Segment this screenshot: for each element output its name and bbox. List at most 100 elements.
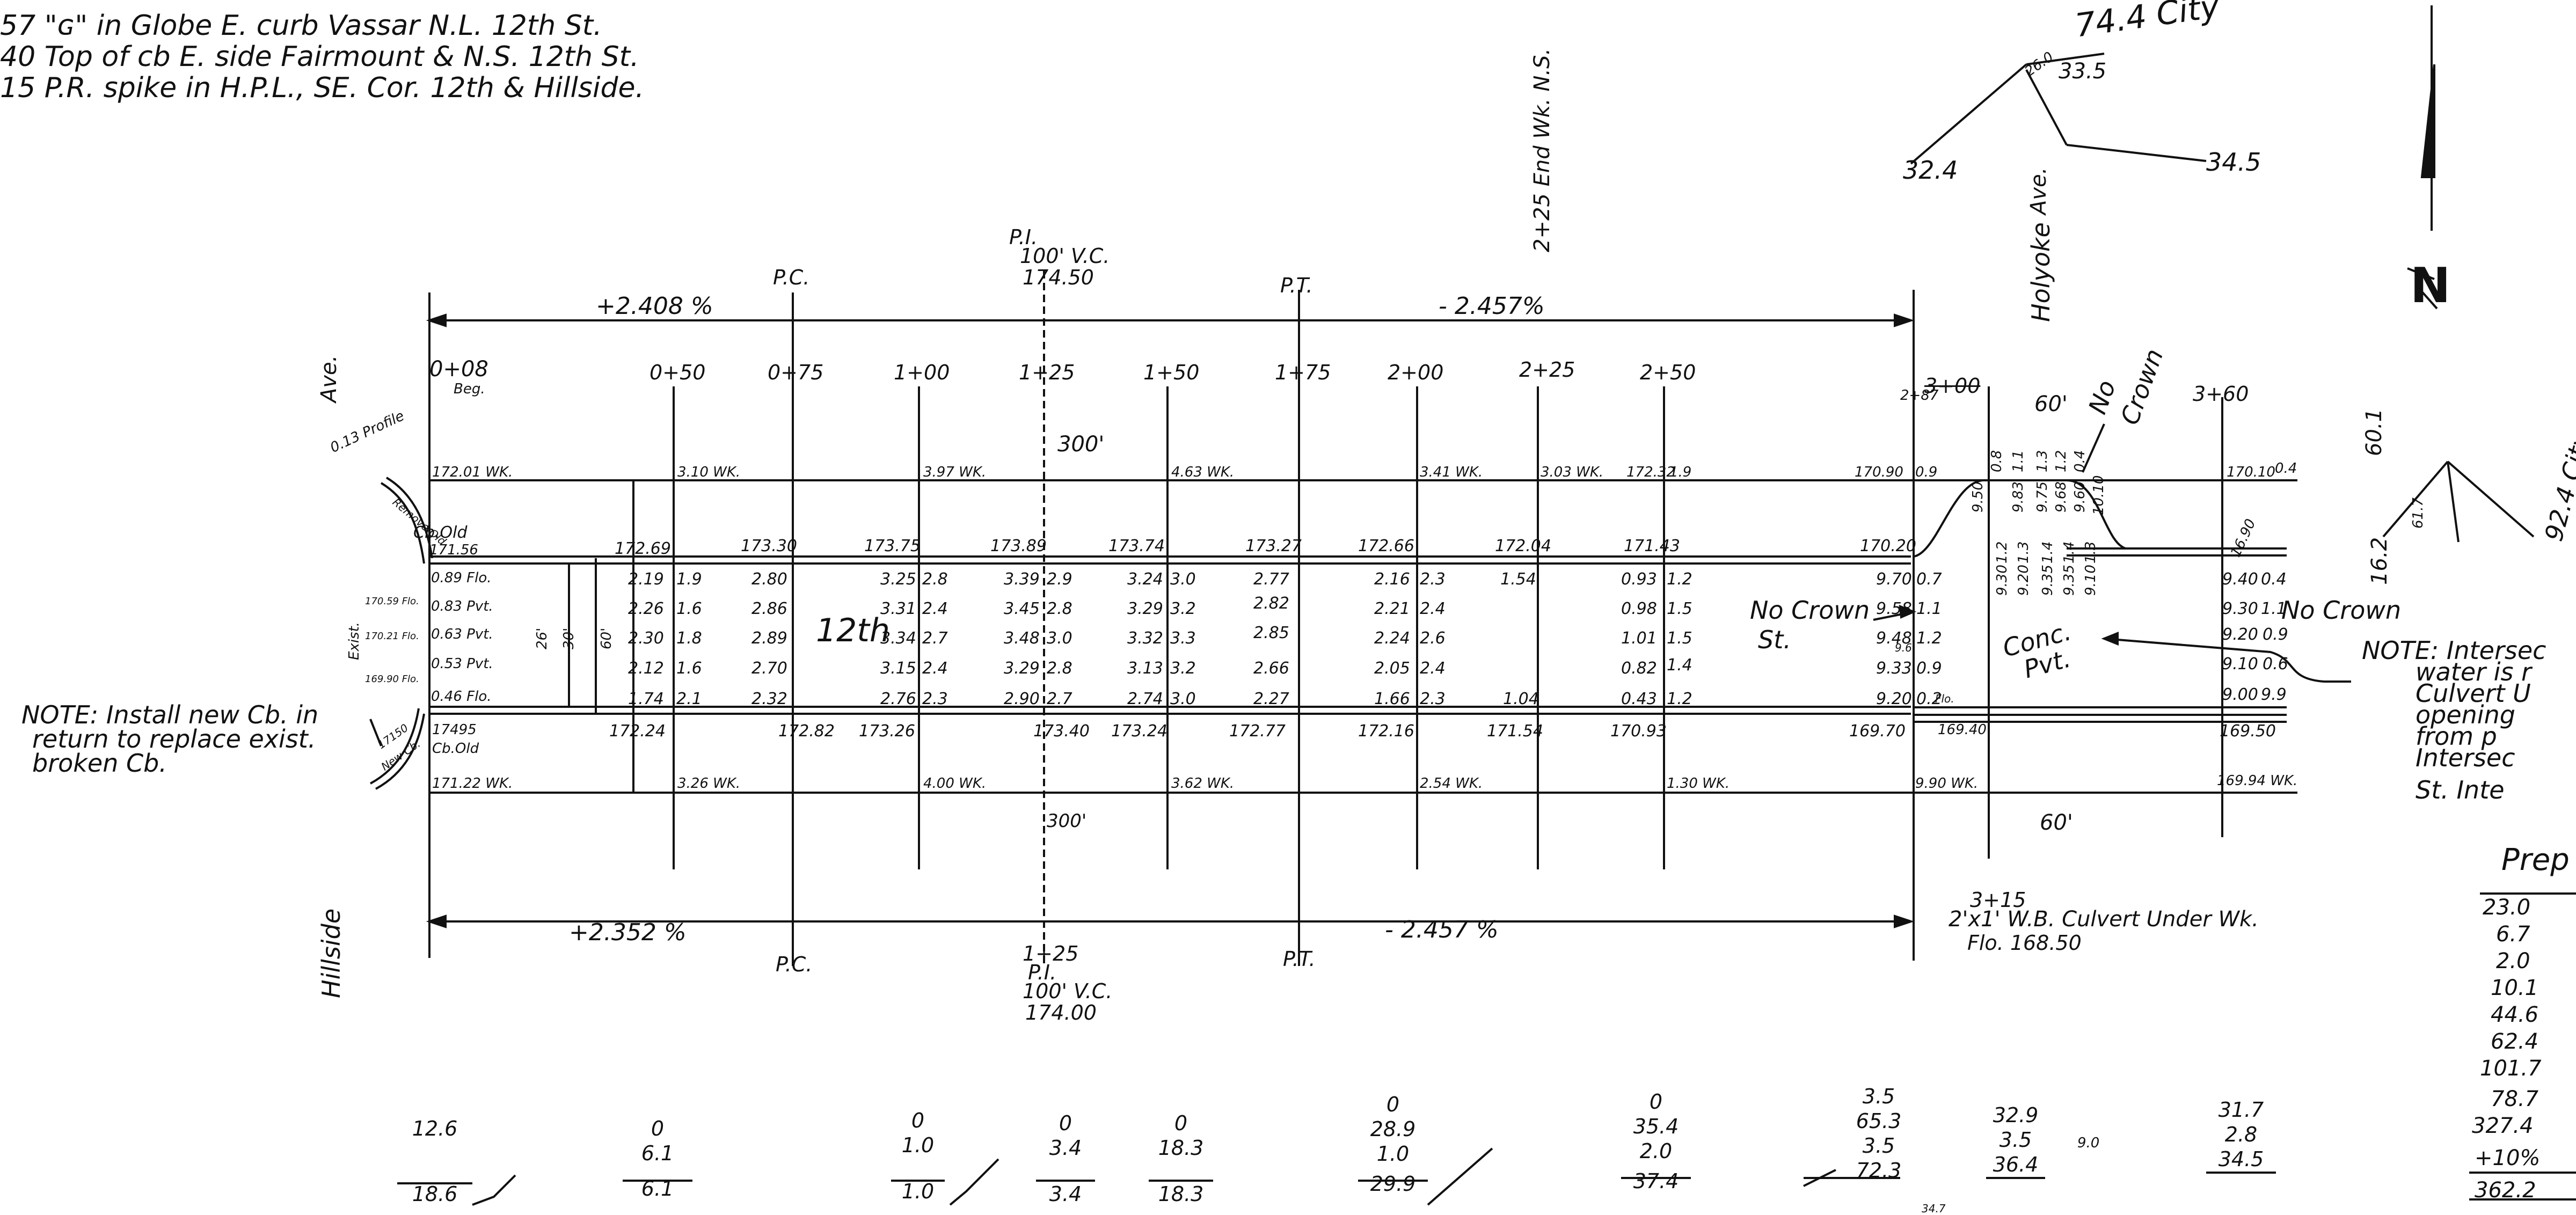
right-note-line: NOTE: Intersec: [2362, 636, 2546, 665]
fraction-mid: 28.9: [1370, 1117, 1416, 1141]
top-curb-elev: 173.74: [1108, 537, 1165, 555]
fraction-bottom: 18.3: [1158, 1182, 1204, 1206]
culvert-flo: Flo. 168.50: [1967, 931, 2082, 955]
holyoke-street-label: Holyoke: [2026, 222, 2055, 322]
holyoke-value: 0.4: [2072, 450, 2088, 472]
no-crown-street-st: St.: [1758, 625, 1791, 654]
holyoke-value: 9.50: [1970, 481, 1986, 513]
fraction-top: 0: [1386, 1093, 1400, 1116]
fraction-mid: [403, 1141, 467, 1166]
row-value: 0.43: [1621, 690, 1657, 708]
station-label: 2+00: [1388, 361, 1444, 384]
row-value: 1.54: [1500, 570, 1536, 589]
header-note-3: 15 P.R. spike in H.P.L., SE. Cor. 12th &…: [0, 72, 644, 104]
row-value: 0.98: [1621, 599, 1657, 618]
bottom-curb-elev: 17495: [432, 722, 477, 738]
row-value: 2.32: [751, 690, 787, 708]
top-curb-elev: 172.04: [1495, 537, 1551, 555]
top-walk-value: 3.41 WK.: [1420, 464, 1483, 480]
cb-old-top-elev: 171.56: [429, 542, 478, 558]
fraction-mid: 3.5: [1999, 1128, 2032, 1152]
prep-value: 78.7: [2491, 1087, 2539, 1111]
bottom-walk-value: 3.62 WK.: [1171, 775, 1235, 792]
row-value: 1.04: [1503, 690, 1539, 708]
exist-label: Exist.: [346, 621, 362, 660]
bottom-vc-label: 100' V.C.: [1023, 979, 1113, 1003]
station-label: 0+75: [768, 361, 824, 384]
row-value: 2.76: [880, 690, 916, 708]
top-grade-left: +2.408 %: [596, 292, 713, 320]
right-note-line: opening: [2416, 700, 2515, 729]
row-value: 3.13: [1127, 659, 1163, 678]
row-value: 1.2: [1667, 570, 1692, 589]
holyoke-value: 9.10: [2083, 565, 2099, 596]
dim-300-top: 300': [1057, 432, 1105, 457]
fraction-top: 0: [1059, 1111, 1072, 1135]
row-value: 1.4: [1667, 656, 1692, 675]
row-value: 3.2: [1170, 659, 1196, 678]
top-right-value: 34.5: [2206, 148, 2261, 177]
row-value: 1.2: [1916, 629, 1942, 648]
top-walk-value: 1.9: [1669, 464, 1692, 480]
row-value: 1.5: [1667, 629, 1692, 648]
right-note-line: from p: [2416, 722, 2497, 751]
fraction-top: 3.5: [1862, 1085, 1895, 1108]
row-value: 9.20: [1876, 690, 1912, 708]
dim-300-bottom: 300': [1047, 810, 1087, 832]
fraction-mid: 35.4: [1633, 1115, 1679, 1138]
bottom-fraction: 12.6 18.6: [403, 1116, 467, 1206]
right-row-value: 9.30: [2222, 599, 2258, 618]
station-label: 2+50: [1640, 361, 1696, 384]
row-value: 1.8: [676, 629, 702, 648]
prep-title: Prep: [2501, 843, 2570, 877]
station-label: 2+25: [1519, 358, 1575, 382]
header-note-2: 40 Top of cb E. side Fairmount & N.S. 12…: [0, 41, 639, 73]
station-label: 1+75: [1275, 361, 1331, 384]
row-value: 1.1: [1916, 599, 1942, 618]
fraction-mid: 1.0: [901, 1133, 935, 1157]
row-value: 2.90: [1004, 690, 1040, 708]
fraction-side-note: 9.0: [2077, 1135, 2100, 1151]
bottom-walk-value: 9.90 WK.: [1915, 775, 1979, 792]
holyoke-value: 1.3: [2034, 450, 2050, 472]
cb-old-top: Cb.Old: [413, 523, 468, 542]
bottom-curb-elev: 169.70: [1849, 722, 1906, 741]
right-row-value: 0.4: [2261, 570, 2287, 589]
fraction-mid: 2.8: [2224, 1123, 2258, 1146]
row-value: 3.29: [1004, 659, 1040, 678]
prep-value: 6.7: [2496, 922, 2530, 947]
fraction-top: 0: [1649, 1090, 1663, 1114]
holyoke-value: 9.30: [1994, 565, 2010, 596]
holyoke-value: 1.3: [2083, 541, 2099, 563]
small-9-6: 9.6: [1895, 641, 1912, 654]
fraction-top: 31.7: [2218, 1098, 2264, 1122]
bottom-fraction: 3.5 65.3 3.5 72.3: [1847, 1084, 1911, 1183]
top-curb-elev: 171.43: [1624, 537, 1680, 555]
row-value: 1.66: [1374, 690, 1410, 708]
bottom-pi-elev: 174.00: [1025, 1001, 1097, 1024]
row-value: 2.3: [1420, 570, 1446, 589]
bottom-walk-value: 2.54 WK.: [1420, 775, 1483, 792]
top-pt-label: P.T.: [1280, 274, 1313, 297]
row-value: 2.4: [1420, 599, 1446, 618]
holyoke-value: 9.83: [2010, 481, 2026, 513]
fraction-bottom: 18.6: [412, 1182, 458, 1206]
row-value: 2.4: [922, 659, 948, 678]
holyoke-ave-label: Ave.: [2026, 167, 2051, 215]
bottom-curb-elev: 169.40: [1938, 722, 1987, 738]
side-value: 61.7: [2410, 497, 2426, 529]
row-value: 3.15: [880, 659, 916, 678]
right-note-line: water is r: [2416, 657, 2531, 686]
holyoke-value: 10.10: [2091, 475, 2107, 515]
row-value: 2.8: [1047, 599, 1072, 618]
top-vc-label: 100' V.C.: [1020, 244, 1110, 268]
fraction-mid: 65.3: [1856, 1109, 1902, 1133]
top-curb-elev: 172.66: [1358, 537, 1414, 555]
fraction-bottom: 36.4: [1993, 1153, 2039, 1176]
row-value: 2.16: [1374, 570, 1410, 589]
row-value: 0.82: [1621, 659, 1657, 678]
left-profile-value: 0.46 Flo.: [431, 689, 492, 705]
top-curb-elev: 173.75: [864, 537, 921, 555]
row-value: 2.3: [922, 690, 948, 708]
header-note-1: 57 "ɢ" in Globe E. curb Vassar N.L. 12th…: [0, 10, 602, 42]
